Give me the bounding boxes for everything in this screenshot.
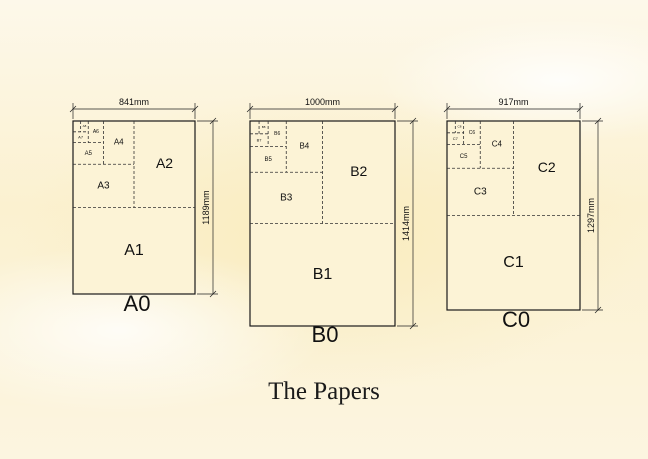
dimension-tick: [191, 105, 199, 113]
width-label-a: 841mm: [119, 97, 149, 107]
cell-label-a1: A1: [124, 242, 144, 259]
dimension-tick: [409, 322, 417, 330]
height-label-a: 1189mm: [201, 190, 211, 224]
size-label-c0: C0: [502, 307, 530, 332]
width-label-c: 917mm: [498, 97, 528, 107]
dimension-tick: [209, 117, 217, 125]
cell-label-a7: A7: [78, 134, 84, 139]
cell-label-b8: B8: [262, 125, 266, 129]
dimension-tick: [209, 290, 217, 298]
cell-label-b1: B1: [313, 266, 333, 283]
cell-label-b2: B2: [350, 163, 367, 179]
dimension-tick: [594, 306, 602, 314]
cell-label-b6: B6: [274, 131, 280, 137]
cell-label-a3: A3: [97, 181, 110, 192]
cell-label-a8: A8: [83, 124, 87, 128]
cell-label-b4: B4: [299, 142, 309, 151]
cell-label-a2: A2: [156, 155, 173, 171]
cell-label-b3: B3: [280, 193, 293, 204]
height-label-b: 1414mm: [401, 206, 411, 241]
cell-label-c2: C2: [538, 159, 556, 175]
cell-label-a5: A5: [85, 151, 93, 157]
cell-label-a6: A6: [93, 129, 99, 135]
dimension-tick: [594, 117, 602, 125]
cell-label-b5: B5: [264, 157, 272, 163]
page-title: The Papers: [268, 378, 380, 405]
cell-label-c6: C6: [469, 130, 476, 136]
dimension-tick: [246, 105, 254, 113]
dimension-tick: [443, 105, 451, 113]
dimension-tick: [69, 105, 77, 113]
dimension-tick: [409, 117, 417, 125]
size-label-b0: B0: [312, 322, 339, 347]
cell-label-c4: C4: [492, 140, 503, 149]
dimension-tick: [576, 105, 584, 113]
cell-label-b7: B7: [257, 137, 263, 142]
cell-label-c5: C5: [460, 154, 468, 160]
cell-label-c8: C8: [458, 125, 462, 129]
dimension-tick: [391, 105, 399, 113]
cell-label-a4: A4: [114, 138, 124, 147]
cell-label-c7: C7: [453, 136, 459, 141]
cell-label-c1: C1: [503, 254, 524, 271]
height-label-c: 1297mm: [586, 198, 596, 233]
size-label-a0: A0: [124, 291, 151, 316]
width-label-b: 1000mm: [305, 97, 340, 107]
cell-label-c3: C3: [474, 187, 487, 198]
